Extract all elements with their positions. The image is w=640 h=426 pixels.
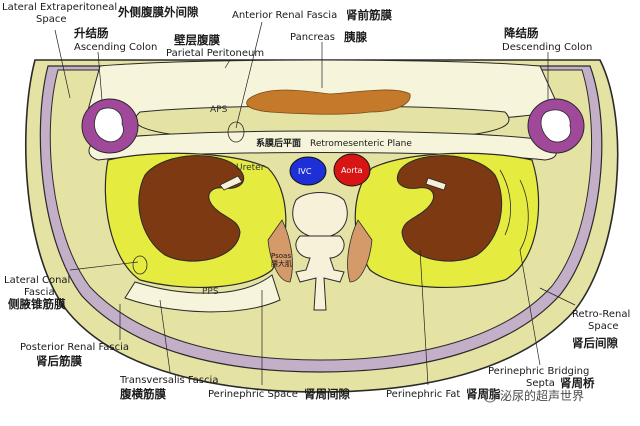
ascending-colon-en: Ascending Colon: [74, 42, 157, 53]
left-ureter: [219, 175, 243, 191]
lateral-extraperitoneal-en-1: Lateral Extraperitoneal: [2, 2, 117, 13]
lateral-extraperitoneal-zh: 外侧腹膜外间隙: [117, 5, 199, 19]
retromesenteric-plane: [88, 130, 557, 161]
right-psoas: [347, 219, 373, 283]
right-ureter: [425, 177, 447, 191]
leader-transversalis: [159, 299, 171, 373]
psoas-label-zh: 腰大肌: [271, 259, 292, 268]
left-kidney: [138, 155, 245, 262]
perinephric-bridging-septa: [519, 179, 529, 251]
ivc: [289, 156, 327, 186]
leader-anterior-renal-fascia: [235, 21, 263, 129]
pps-region: [124, 274, 281, 313]
ascending-colon-zh: 升结肠: [74, 26, 109, 40]
posterior-renal-en: Posterior Renal Fascia: [20, 342, 129, 353]
pancreas-en: Pancreas: [290, 32, 335, 43]
pps-label: PPS: [202, 287, 219, 297]
watermark-logo-icon: [483, 389, 497, 403]
vertebral-arch: [295, 235, 345, 311]
leader-perinephric-bridging: [519, 249, 541, 366]
anterior-renal-fascia-marker: [227, 121, 245, 143]
leader-lateral-extraperitoneal: [54, 29, 71, 99]
retro-renal-en-2: Space: [588, 321, 618, 332]
descending-colon-lumen: [540, 109, 572, 143]
leader-ascending-colon: [97, 51, 103, 101]
ivc-label: IVC: [298, 167, 312, 176]
descending-colon-zh: 降结肠: [504, 26, 539, 40]
ascending-colon-lumen: [94, 107, 124, 143]
ureter-label: Ureter: [236, 163, 265, 173]
parietal-peritoneum-en: Parietal Peritoneum: [166, 48, 264, 59]
leader-parietal-peritoneum: [224, 59, 231, 69]
aorta: [333, 153, 371, 187]
retromesenteric-en: Retromesenteric Plane: [310, 139, 412, 149]
transversalis-zh: 腹横筋膜: [120, 387, 166, 401]
lateral-extraperitoneal-en-2: Space: [36, 14, 66, 25]
leader-retro-renal: [539, 287, 576, 306]
vertebral-body: [292, 192, 348, 239]
perinephric-bridging-en-1: Perinephric Bridging: [488, 366, 589, 377]
retro-renal-zh: 肾后间隙: [572, 336, 618, 350]
right-kidney: [396, 155, 503, 262]
left-psoas: [267, 219, 293, 283]
pancreas: [246, 89, 411, 115]
posterior-renal-zh: 肾后筋膜: [36, 354, 82, 368]
retromesenteric-zh: 系膜后平面: [256, 137, 301, 149]
aps-label: APS: [210, 105, 228, 115]
pancreas-zh: 胰腺: [343, 30, 367, 44]
perinephric-bridging-zh: 肾周桥: [560, 376, 595, 390]
parietal-peritoneum-zh: 壁层腹膜: [174, 33, 220, 47]
perinephric-space-en: Perinephric Space: [208, 389, 298, 400]
retro-renal-en-1: Retro-Renal: [572, 309, 630, 320]
lateral-conal-en-2: Fascia: [24, 287, 55, 298]
lateral-conal-marker: [132, 255, 148, 275]
perinephric-fat-en: Perinephric Fat: [386, 389, 460, 400]
anterior-renal-fascia-zh: 肾前筋膜: [346, 8, 392, 22]
perinephric-bridging-en-2: Septa: [526, 378, 555, 389]
anterior-renal-fascia-en: Anterior Renal Fascia: [232, 10, 337, 21]
lateral-conal-zh: 侧腋锥筋膜: [8, 297, 66, 311]
leader-perinephric-fat: [419, 249, 429, 386]
perinephric-bridging-septa-2: [499, 169, 511, 236]
aorta-label: Aorta: [341, 166, 363, 175]
descending-colon-en: Descending Colon: [502, 42, 592, 53]
lateral-conal-en-1: Lateral Conal: [4, 275, 70, 286]
perinephric-space-zh: 肾周间隙: [304, 387, 350, 401]
psoas-label-en: Psoas: [271, 252, 291, 260]
leader-lateral-conal: [69, 261, 139, 271]
watermark-text: 泌尿的超声世界: [500, 388, 584, 403]
transversalis-en: Transversalis Fascia: [119, 375, 218, 386]
